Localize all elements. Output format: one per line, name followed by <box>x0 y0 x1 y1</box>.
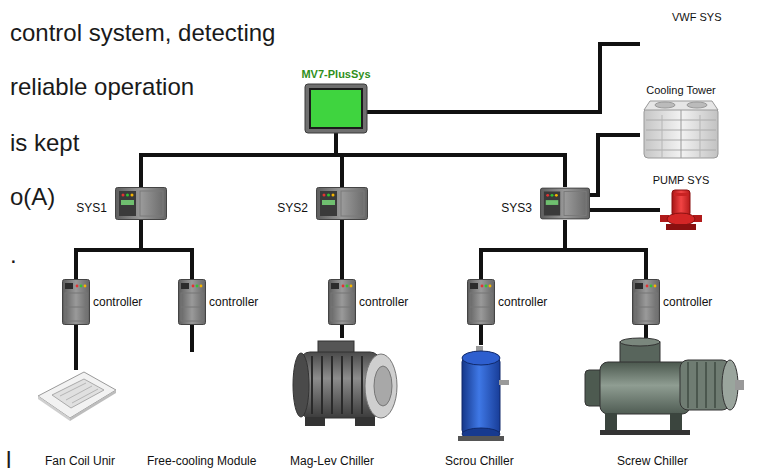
pump-icon <box>660 190 702 230</box>
cooling-tower: Cooling Tower <box>640 100 722 162</box>
fan-coil-unit: Fan Coil Unir <box>35 370 117 420</box>
screw-chiller: Screw Chiller <box>580 338 745 438</box>
touch-panel-icon <box>305 84 367 133</box>
node-label: controller <box>93 295 142 309</box>
connector-line <box>141 220 192 279</box>
system-controller-icon <box>116 188 167 220</box>
node-label: SYS2 <box>277 201 308 215</box>
node-label: MV7-PlusSys <box>301 67 370 81</box>
node-label: Fan Coil Unir <box>45 454 115 468</box>
connector-line <box>644 325 648 338</box>
connector-line <box>481 220 565 279</box>
maglev-compressor-icon <box>293 341 397 426</box>
node-label: Free-cooling Module <box>147 454 256 468</box>
scroll-chiller: Scrou Chiller <box>452 345 510 441</box>
controller-icon <box>633 280 660 325</box>
system-controller: SYS2 <box>316 187 368 220</box>
node-label: controller <box>663 295 712 309</box>
controller-icon <box>329 280 356 325</box>
connector-line <box>590 135 640 195</box>
controller-icon <box>63 280 90 325</box>
text-fragment: control system, detecting <box>10 19 275 47</box>
node-label: SYS3 <box>501 201 532 215</box>
text-fragment: o(A) <box>10 183 55 211</box>
local-controller: controller <box>467 279 495 325</box>
node-label: controller <box>498 295 547 309</box>
connector-line <box>479 325 483 345</box>
system-controller: SYS1 <box>115 187 167 220</box>
connector-line <box>590 208 660 212</box>
local-controller: controller <box>178 279 206 325</box>
pump-system: PUMP SYS <box>660 190 702 230</box>
text-fragment: is kept <box>10 129 79 157</box>
connector-line <box>340 325 344 338</box>
maglev-chiller: Mag-Lev Chiller <box>288 338 403 436</box>
connector-line <box>141 133 336 187</box>
controller-icon <box>179 280 206 325</box>
system-controller-icon <box>540 188 589 219</box>
local-controller: controller <box>328 279 356 325</box>
node-label: PUMP SYS <box>653 173 710 187</box>
connector-line <box>74 325 78 370</box>
node-label: VWF SYS <box>672 10 722 24</box>
cooling-tower-icon <box>644 101 718 158</box>
fan-coil-icon <box>38 372 116 421</box>
connector-line <box>340 220 344 279</box>
node-label: SYS1 <box>76 201 107 215</box>
node-label: controller <box>209 295 258 309</box>
node-label: Scrou Chiller <box>445 454 514 468</box>
controller-icon <box>468 280 495 325</box>
local-controller: controller <box>62 279 90 325</box>
connector-line <box>367 44 640 112</box>
connector-line <box>76 220 141 279</box>
free-cooling-module: Free-cooling Module <box>178 352 206 442</box>
text-fragment: . <box>10 241 17 269</box>
node-label: Mag-Lev Chiller <box>290 454 374 468</box>
local-controller: controller <box>632 279 660 325</box>
scroll-compressor-icon <box>458 346 509 441</box>
text-fragment: reliable operation <box>10 73 194 101</box>
node-label: Screw Chiller <box>617 454 688 468</box>
node-label: Cooling Tower <box>646 83 716 97</box>
node-label: controller <box>359 295 408 309</box>
touch-panel-controller: MV7-PlusSys <box>305 84 367 133</box>
system-link-end: VWF SYS <box>640 6 740 48</box>
connector-line <box>565 220 646 279</box>
system-controller-icon <box>317 188 368 220</box>
text-fragment: l <box>6 446 11 474</box>
screw-compressor-icon <box>585 338 744 435</box>
connector-line <box>336 133 565 187</box>
system-controller: SYS3 <box>540 187 590 220</box>
connector-line <box>190 325 194 352</box>
